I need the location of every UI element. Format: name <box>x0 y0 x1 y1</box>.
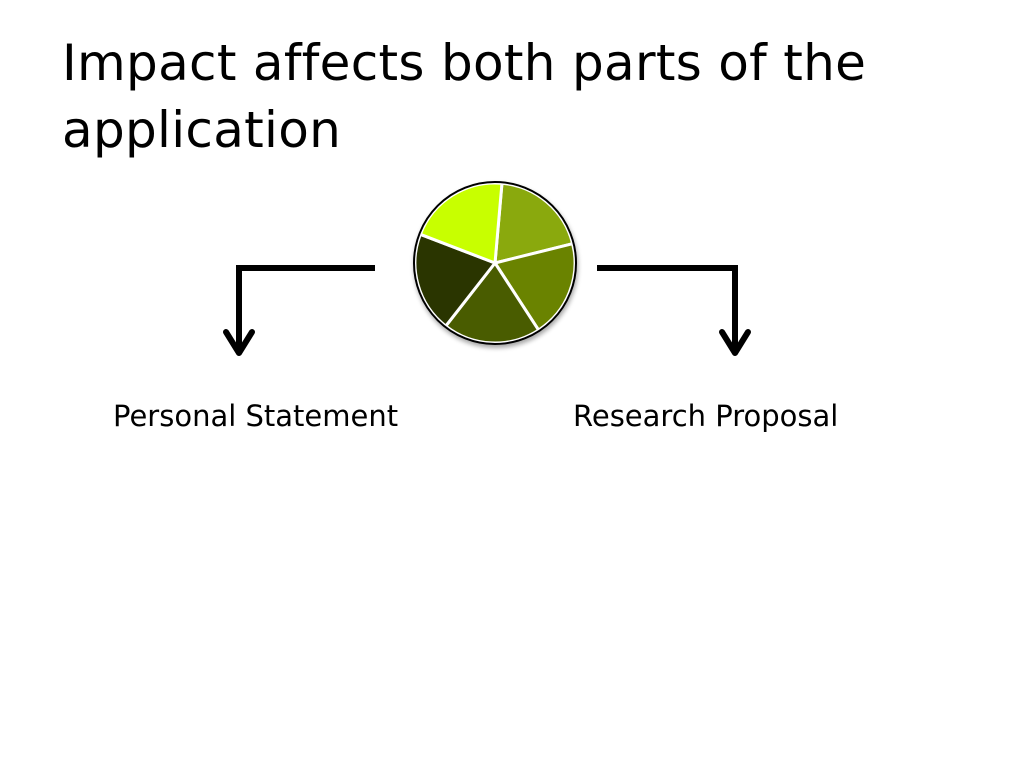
pie-wedge <box>444 261 541 345</box>
pie-outline <box>413 181 577 345</box>
arrow-to-personal-statement <box>223 265 375 356</box>
left-arrow-shaft <box>236 265 375 352</box>
pie-wedge <box>413 232 497 328</box>
pie-wedge <box>493 242 577 332</box>
research-proposal-label: Research Proposal <box>573 399 839 433</box>
arrow-to-research-proposal <box>597 265 751 356</box>
right-arrow-head <box>719 329 751 356</box>
pie-wedge <box>493 181 575 265</box>
personal-statement-label: Personal Statement <box>113 399 399 433</box>
left-arrow-head <box>223 329 255 356</box>
slide-title: Impact affects both parts of the applica… <box>62 34 867 159</box>
pie-graphic <box>413 181 577 345</box>
right-arrow-shaft <box>597 265 738 352</box>
